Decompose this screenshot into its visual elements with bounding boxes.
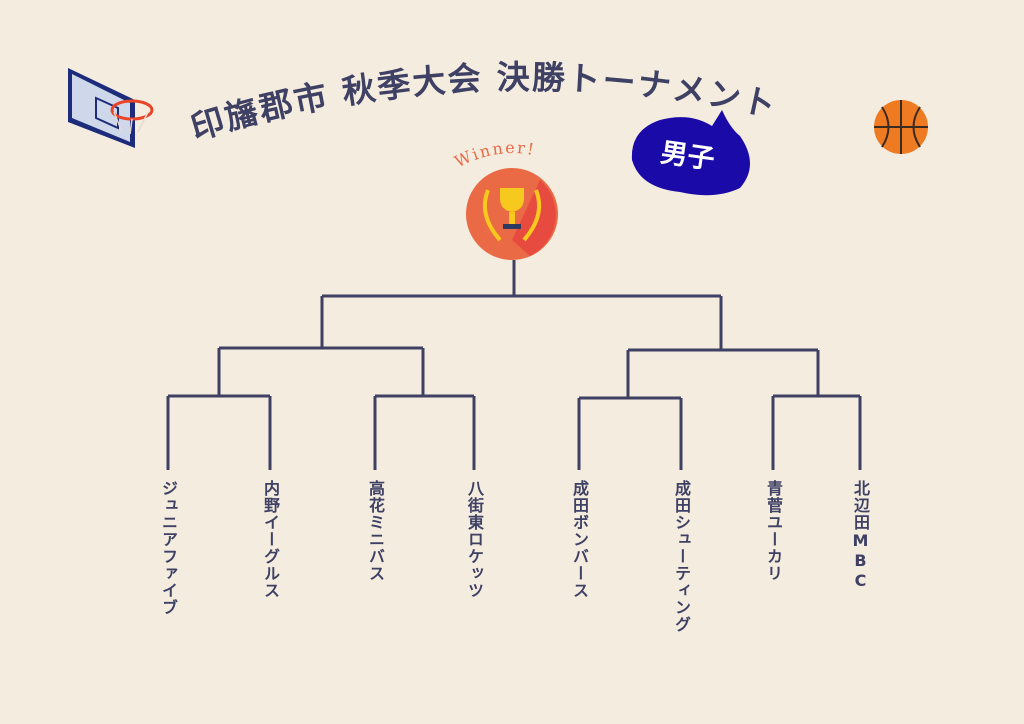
trophy-medal-icon <box>466 168 558 260</box>
team-name: 内野イーグルス <box>261 480 280 599</box>
team-name: ジュニアファイブ <box>159 480 178 616</box>
basketball-icon <box>874 100 928 154</box>
winner-label: Winner! <box>452 138 538 171</box>
basketball-hoop-icon <box>68 68 154 148</box>
team-name: 成田シューティング <box>672 480 691 633</box>
team-name: 青菅ユーカリ <box>764 480 783 582</box>
team-name: 成田ボンバース <box>570 480 589 599</box>
team-name: 高花ミニバス <box>366 480 385 582</box>
speech-bubble <box>631 110 750 196</box>
team-name: 八街東ロケッツ <box>465 480 484 599</box>
team-name: 北辺田MBC <box>851 480 870 591</box>
bracket-lines <box>166 260 862 470</box>
division-label: 男子 <box>658 137 717 176</box>
